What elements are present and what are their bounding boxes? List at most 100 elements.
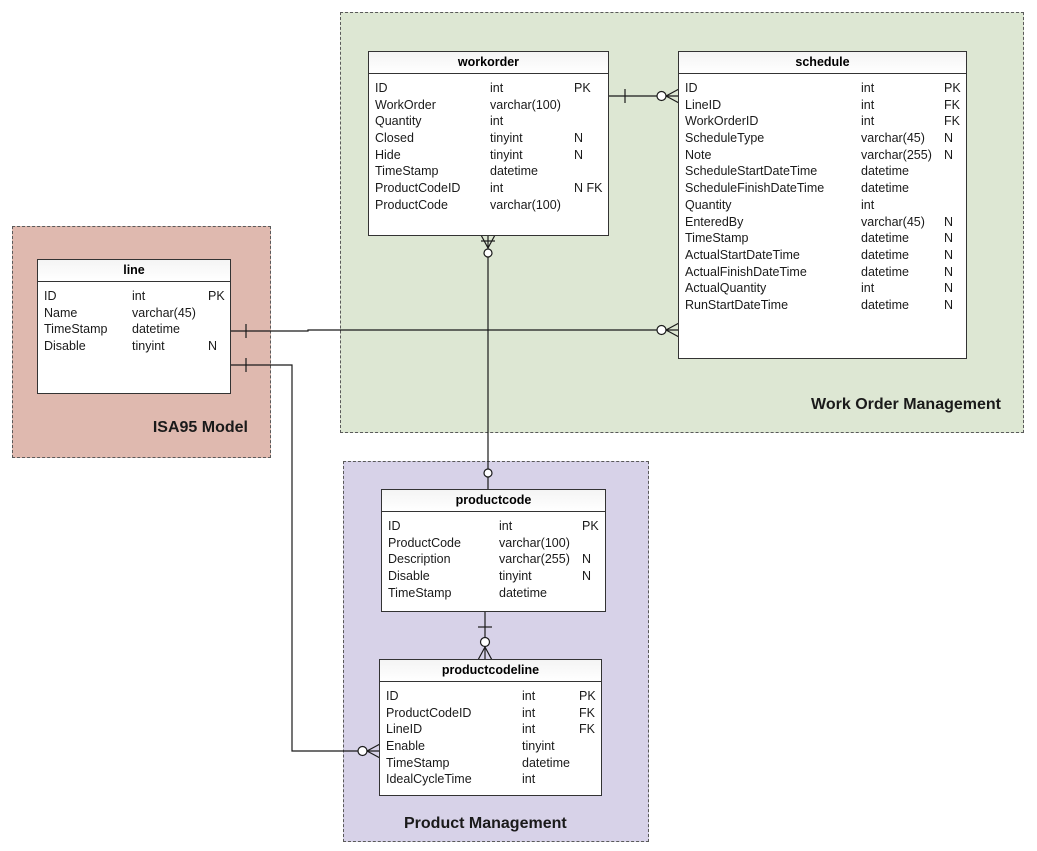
field-type: int	[522, 772, 536, 787]
rel-workorder-schedule	[608, 88, 680, 104]
field-type: int	[490, 114, 504, 129]
field-name: TimeStamp	[685, 231, 749, 246]
field-type: int	[861, 281, 875, 296]
field-name: Quantity	[685, 197, 732, 212]
field-type: datetime	[499, 585, 547, 600]
field-flags: N	[944, 281, 954, 296]
field-flags: N	[944, 214, 954, 229]
field-row[interactable]: Quantity int	[679, 197, 966, 214]
field-flags: N	[944, 131, 954, 146]
field-type: tinyint	[132, 339, 165, 354]
field-type: int	[861, 197, 875, 212]
field-name: LineID	[685, 97, 722, 112]
group-label-product: Product Management	[404, 815, 567, 832]
field-type: datetime	[861, 264, 909, 279]
group-label-isa95: ISA95 Model	[152, 419, 248, 436]
field-type: datetime	[522, 755, 570, 770]
field-flags: PK	[582, 519, 599, 533]
field-flags: FK	[579, 722, 595, 737]
rel-productcode-productcodeline	[477, 611, 493, 661]
field-type: varchar(45)	[861, 131, 925, 146]
field-name: LineID	[386, 722, 423, 737]
field-type: varchar(45)	[132, 305, 196, 320]
field-type: varchar(100)	[490, 197, 561, 212]
field-name: EnteredBy	[685, 214, 744, 229]
field-name: ActualFinishDateTime	[685, 264, 807, 279]
field-type: varchar(45)	[861, 214, 925, 229]
field-name: TimeStamp	[375, 164, 439, 179]
field-flags: FK	[944, 114, 960, 129]
field-type: datetime	[861, 164, 909, 179]
field-type: datetime	[861, 247, 909, 262]
field-type: datetime	[861, 181, 909, 196]
field-name: ProductCode	[375, 197, 448, 212]
field-row[interactable]: EnteredBy varchar(45) N	[679, 214, 966, 231]
field-name: Disable	[44, 339, 86, 354]
field-type: datetime	[861, 297, 909, 312]
field-name: ID	[386, 689, 399, 703]
field-flags: PK	[579, 689, 596, 703]
field-row[interactable]: ScheduleType varchar(45) N	[679, 130, 966, 147]
field-type: datetime	[132, 322, 180, 337]
field-name: RunStartDateTime	[685, 297, 789, 312]
field-name: Enable	[386, 739, 425, 754]
field-type: int	[499, 519, 513, 533]
field-name: ProductCode	[388, 535, 461, 550]
field-name: ActualStartDateTime	[685, 247, 800, 262]
field-row[interactable]: Disable tinyint N	[38, 338, 230, 355]
rel-line-productcodeline	[230, 358, 381, 759]
field-type: int	[490, 81, 504, 95]
rel-line-schedule	[230, 322, 680, 338]
field-row[interactable]: ProductCode varchar(100)	[369, 197, 608, 214]
entity-title: productcodeline	[380, 660, 601, 682]
field-name: ScheduleType	[685, 131, 765, 146]
field-name: ProductCodeID	[375, 181, 461, 196]
field-flags: N	[208, 339, 218, 354]
field-type: tinyint	[499, 569, 532, 584]
field-name: WorkOrderID	[685, 114, 759, 129]
field-name: Note	[685, 147, 712, 162]
